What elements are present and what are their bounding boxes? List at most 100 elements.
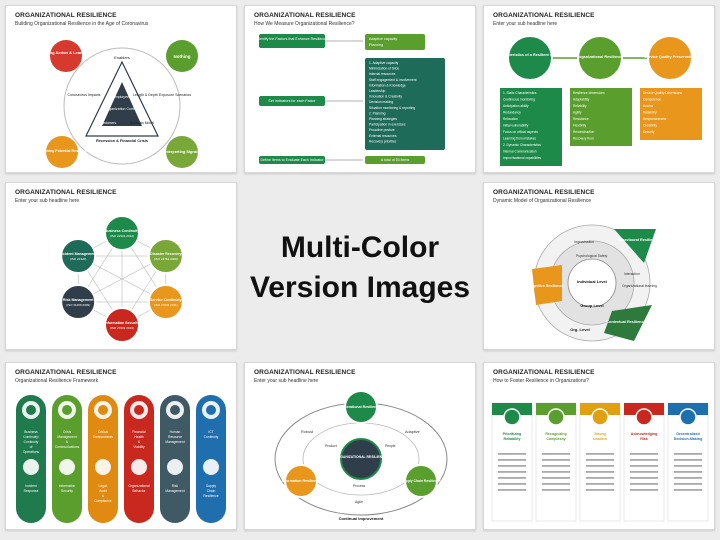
measure-list-item: Planning strategies xyxy=(369,117,397,121)
slide-thumbnail-3[interactable]: ORGANIZATIONAL RESILIENCE Enter your sub… xyxy=(483,5,715,173)
measure-list-item: Situation monitoring & reporting xyxy=(369,106,415,110)
slide-thumbnail-7[interactable]: ORGANIZATIONAL RESILIENCE Enter your sub… xyxy=(244,362,476,530)
characteristic-item: Focus on critical aspects xyxy=(503,130,538,134)
iso-node-label: Disaster Recovery xyxy=(150,252,181,256)
pill-top-label: Continuity/ xyxy=(23,435,39,439)
iso-node xyxy=(60,284,97,320)
characteristic-item: Anticipation ability xyxy=(503,104,529,108)
foster-card-title: Prioritizing xyxy=(503,432,522,436)
slide-thumbnail-6[interactable]: ORGANIZATIONAL RESILIENCE Organizational… xyxy=(5,362,237,530)
pill-bottom-label: & xyxy=(102,494,105,498)
slide-title: ORGANIZATIONAL RESILIENCE xyxy=(15,12,117,19)
foster-card-title: Decision-Making xyxy=(674,437,703,441)
pill-top-label: Business xyxy=(24,430,38,434)
resilience-ellipse-diagram: ORGANIZATIONAL RESILIENCE Operational Re… xyxy=(274,390,448,521)
svg-text:Improvisation: Improvisation xyxy=(574,240,594,244)
measure-list-item: Participation in exercises xyxy=(369,123,406,127)
pill-top-label: & xyxy=(138,440,141,444)
characteristic-item: Relocation xyxy=(503,117,518,121)
svg-text:Organizational Resilience: Organizational Resilience xyxy=(577,55,623,59)
characteristic-item: Recovery from xyxy=(573,137,594,141)
iso-node xyxy=(104,215,140,251)
characteristic-item: Reliability xyxy=(573,104,587,108)
characteristic-item: Learning from mistakes xyxy=(503,137,537,141)
characteristic-item: Reliability xyxy=(643,111,657,115)
slide-subtitle: Enter your sub headline here xyxy=(15,198,80,204)
characteristic-item: Flexibility xyxy=(573,124,587,128)
iso-node-label: Incident Management xyxy=(60,252,98,256)
slide-title: ORGANIZATIONAL RESILIENCE xyxy=(15,369,117,376)
pill-top-label: Continuity xyxy=(24,440,39,444)
pill-top-label: Communications xyxy=(55,445,80,449)
svg-text:Adaptive: Adaptive xyxy=(405,430,420,434)
foster-card-title: Leaders xyxy=(593,437,607,441)
pill-bottom-label: Response xyxy=(24,489,39,493)
iso-node-label: Information Security xyxy=(105,321,140,325)
slide-subtitle: How to Foster Resilience in Organization… xyxy=(493,378,589,384)
slide-thumbnail-1[interactable]: ORGANIZATIONAL RESILIENCE Building Organ… xyxy=(5,5,237,173)
slide-title: ORGANIZATIONAL RESILIENCE xyxy=(493,189,595,196)
pill-top-label: Management xyxy=(165,440,184,444)
slide-title: ORGANIZATIONAL RESILIENCE xyxy=(254,369,356,376)
measure-list-item: External resources xyxy=(369,134,397,138)
characteristic-item: Responsiveness xyxy=(643,117,667,121)
pill-top-label: & xyxy=(66,440,69,444)
cycle-node-4 xyxy=(166,136,198,168)
foster-card-title: Recognizing xyxy=(545,432,566,436)
slide-thumbnail-2[interactable]: ORGANIZATIONAL RESILIENCE How We Measure… xyxy=(244,5,476,173)
iso-node xyxy=(147,284,184,320)
pill-bottom-label: Management xyxy=(165,489,184,493)
pill-bottom-label: Incident xyxy=(25,484,37,488)
slide-thumbnail-4[interactable]: ORGANIZATIONAL RESILIENCE Enter your sub… xyxy=(5,182,237,350)
foster-cards-diagram: PrioritizingReliabilityRecognizingComple… xyxy=(491,402,709,522)
iso-node xyxy=(104,307,140,343)
svg-text:Planning: Planning xyxy=(369,43,383,47)
svg-text:Psychological Safety: Psychological Safety xyxy=(576,254,608,258)
characteristic-item: Access xyxy=(643,104,654,108)
foster-card-title: Acknowledging xyxy=(631,432,658,436)
characteristic-item: 2. Dynamic Characteristics xyxy=(503,143,541,147)
pill-top-label: Human xyxy=(170,430,181,434)
pill-top-label: Financial xyxy=(132,430,145,434)
svg-text:Define Items to Evaluate Each: Define Items to Evaluate Each Indicator xyxy=(260,158,324,162)
svg-text:Interaction: Interaction xyxy=(624,272,640,276)
measure-list-item: 1. Adaptive capacity xyxy=(369,61,399,65)
foster-card-title: Strong xyxy=(594,432,606,436)
pill-top-label: Viability xyxy=(133,445,145,449)
svg-text:Continual Improvement: Continual Improvement xyxy=(339,516,384,521)
svg-text:Org. Level: Org. Level xyxy=(570,327,590,332)
measure-list-item: Staff engagement & involvement xyxy=(369,78,417,82)
iso-node-code: (ISO 27001:2013) xyxy=(110,326,134,330)
svg-text:Customers: Customers xyxy=(100,121,117,125)
svg-text:People: People xyxy=(385,444,396,448)
pill-top-label: Health xyxy=(134,435,144,439)
svg-text:Taking Action & Learning: Taking Action & Learning xyxy=(42,50,91,55)
resilience-cycle-diagram: Taking Action & Learning Nothing Determi… xyxy=(33,40,200,168)
svg-text:Employees: Employees xyxy=(113,95,131,99)
characteristic-item: Credibility xyxy=(643,124,657,128)
iso-node-code: (ISO 31000:2009) xyxy=(66,303,90,307)
foster-card-title: Risk xyxy=(640,437,648,441)
svg-text:A total of 53 items: A total of 53 items xyxy=(381,158,410,162)
slide-subtitle: Organizational Resilience Framework xyxy=(15,378,99,384)
characteristic-item: Resistance xyxy=(573,117,589,121)
slide-thumbnail-8[interactable]: ORGANIZATIONAL RESILIENCE How to Foster … xyxy=(483,362,715,530)
slide-subtitle: Enter your sub headline here xyxy=(493,21,558,27)
svg-text:Business Model: Business Model xyxy=(130,121,154,125)
pill-top-label: Management xyxy=(57,435,76,439)
pill-top-label: Environments xyxy=(93,435,114,439)
pill-bottom-label: Security xyxy=(61,489,73,493)
svg-text:Agile: Agile xyxy=(355,500,363,504)
foster-card-title: Decentralized xyxy=(676,432,699,436)
characteristic-item: Redundancy xyxy=(503,111,521,115)
slide-thumbnail-5[interactable]: ORGANIZATIONAL RESILIENCE Dynamic Model … xyxy=(483,182,715,350)
pill-top-label: Resource xyxy=(168,435,182,439)
svg-text:Product: Product xyxy=(325,444,337,448)
measure-list-item: Leadership xyxy=(369,89,385,93)
iso-node-code: (ISO 22301:2012) xyxy=(110,234,134,238)
characteristic-item: Continuous monitoring xyxy=(503,98,535,102)
pill-bottom-label: Risk xyxy=(172,484,179,488)
measure-list-item: Proactive posture xyxy=(369,128,395,132)
slide-title: ORGANIZATIONAL RESILIENCE xyxy=(493,12,595,19)
svg-text:Set Indicators for each Factor: Set Indicators for each Factor xyxy=(268,99,316,103)
